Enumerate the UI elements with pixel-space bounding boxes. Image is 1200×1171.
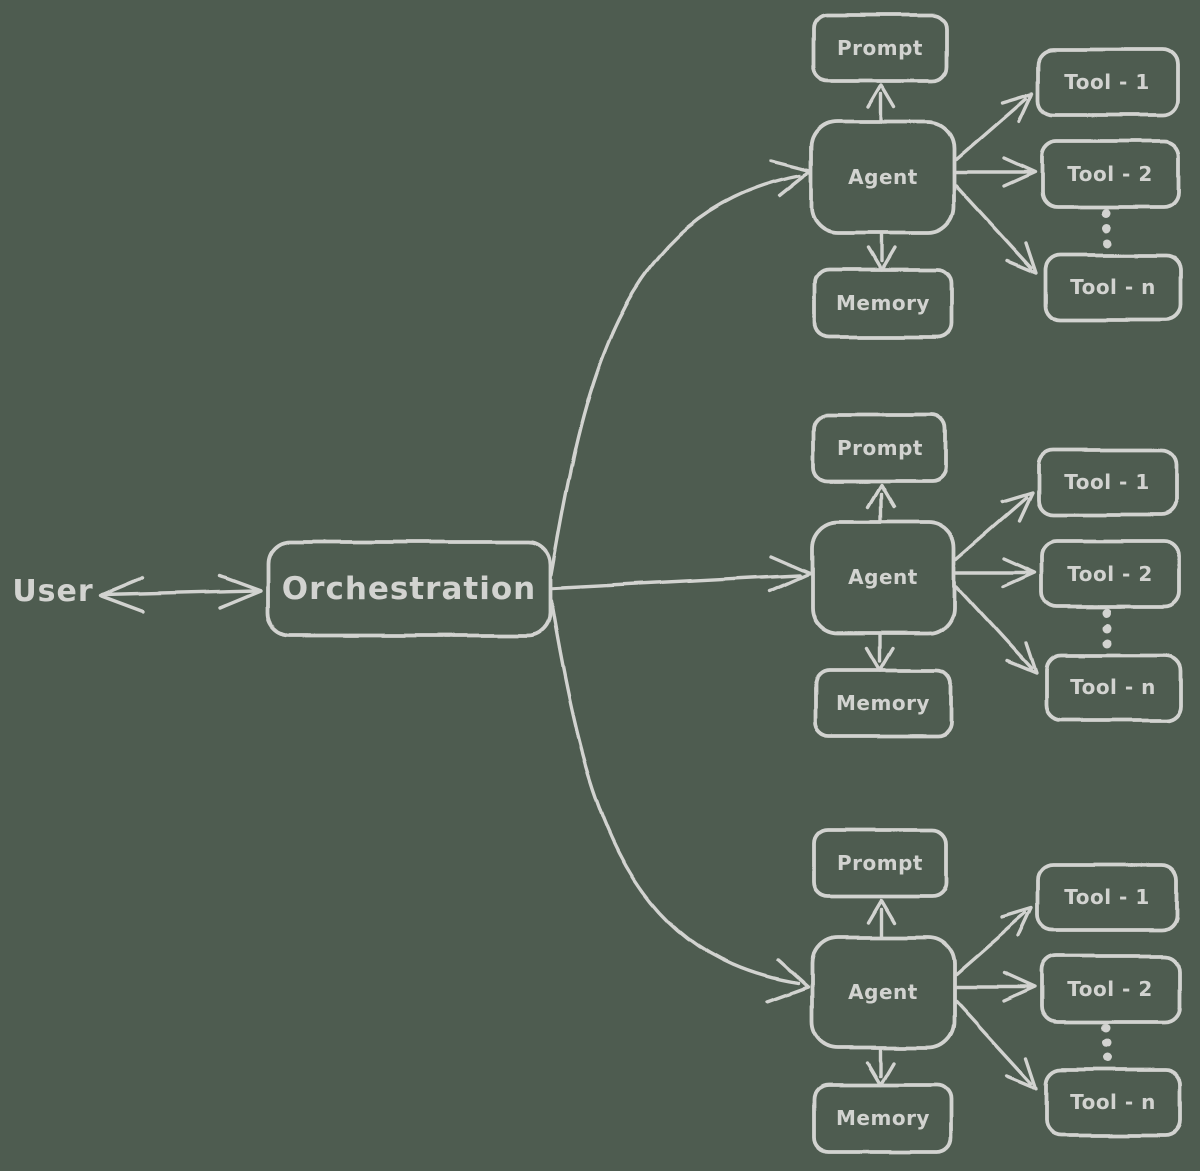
tool-2-node	[1040, 954, 1181, 1024]
agent-to-tool-1-arrow	[954, 906, 1034, 976]
tool-1-label: Tool - 1	[1064, 70, 1149, 94]
agent-to-tool-1-arrow	[954, 491, 1034, 561]
orchestration-to-agent2-arrowhead	[768, 554, 812, 593]
memory-label: Memory	[836, 691, 930, 715]
prompt-label: Prompt	[837, 436, 923, 460]
agent-to-tool-2-arrow	[954, 971, 1037, 1003]
tool-n-label: Tool - n	[1070, 1090, 1156, 1114]
tool-2-node	[1040, 539, 1181, 609]
agent-to-prompt-arrow	[866, 83, 896, 123]
tool-n-label: Tool - n	[1070, 675, 1156, 699]
orchestration-label: Orchestration	[282, 571, 536, 607]
arrowhead-right	[218, 574, 263, 610]
agent-node	[810, 120, 956, 235]
ellipsis-dot	[1103, 1053, 1113, 1063]
agent-to-tool-n-arrow	[954, 184, 1038, 275]
tool-1-node	[1036, 48, 1179, 117]
arrowhead-left	[98, 576, 145, 614]
agent-to-tool-n-arrow	[954, 584, 1038, 675]
prompt-node	[812, 13, 948, 83]
tool-2-label: Tool - 2	[1067, 562, 1152, 586]
agent-cluster-2-labels: Prompt Agent Memory Tool - 1 Tool - 2 To…	[836, 436, 1156, 715]
tool-2-node	[1040, 139, 1181, 209]
agent-label: Agent	[848, 980, 918, 1004]
orchestration-to-agent3-curve	[549, 599, 800, 985]
agent-to-memory-arrow	[866, 232, 896, 272]
prompt-node	[812, 828, 948, 898]
memory-node	[813, 1083, 953, 1154]
orchestration-to-agent3-arrowhead	[765, 958, 810, 1004]
agent-to-prompt-arrow	[866, 898, 896, 938]
agent-label: Agent	[848, 165, 918, 189]
tool-1-label: Tool - 1	[1064, 470, 1149, 494]
tool-n-node	[1044, 653, 1183, 722]
tool-1-node	[1036, 448, 1179, 517]
agent-to-memory-arrow	[866, 1047, 896, 1087]
agent-label: Agent	[848, 565, 918, 589]
agent-cluster-1-shapes	[810, 13, 1183, 339]
tool-2-label: Tool - 2	[1067, 162, 1152, 186]
agent-to-prompt-arrow	[866, 483, 896, 523]
ellipsis-dot	[1103, 638, 1113, 648]
agent-to-tool-2-arrow	[954, 556, 1037, 588]
user-label: User	[12, 574, 93, 609]
memory-label: Memory	[836, 1106, 930, 1130]
orchestration-to-agent2-line	[549, 573, 802, 590]
tool-n-node	[1044, 253, 1183, 322]
agent-cluster-3-labels: Prompt Agent Memory Tool - 1 Tool - 2 To…	[836, 851, 1156, 1130]
fan-arrows	[549, 159, 813, 1004]
memory-label: Memory	[836, 291, 930, 315]
ellipsis-dot	[1102, 623, 1112, 633]
prompt-node	[812, 413, 948, 483]
user-orchestration-arrow	[98, 574, 263, 614]
ellipsis-dot	[1101, 1023, 1111, 1033]
tool-n-node	[1044, 1068, 1183, 1137]
arrow-shaft	[100, 589, 258, 597]
ellipsis-dot	[1101, 608, 1111, 618]
tool-1-node	[1036, 863, 1179, 932]
agent-to-tool-1-arrow	[954, 91, 1034, 161]
tool-n-label: Tool - n	[1070, 275, 1156, 299]
agent-to-tool-2-arrow	[954, 156, 1037, 188]
agent-cluster-1-labels: Prompt Agent Memory Tool - 1 Tool - 2 To…	[836, 36, 1156, 315]
labels-layer: User Orchestration Prompt Agent Memory T…	[12, 36, 1156, 1130]
orchestration-to-agent1-curve	[549, 174, 802, 576]
agent-node	[810, 520, 956, 635]
memory-node	[813, 668, 953, 739]
prompt-label: Prompt	[837, 36, 923, 60]
tool-2-label: Tool - 2	[1067, 977, 1152, 1001]
ellipsis-dot	[1103, 238, 1113, 248]
agent-to-memory-arrow	[866, 632, 896, 672]
ellipsis-dot	[1102, 1038, 1112, 1048]
shapes-layer	[98, 13, 1183, 1154]
prompt-label: Prompt	[837, 851, 923, 875]
agent-cluster-2-shapes	[810, 413, 1183, 739]
ellipsis-dot	[1102, 223, 1112, 233]
agent-node	[810, 935, 956, 1050]
agent-cluster-3-shapes	[810, 828, 1183, 1154]
tool-1-label: Tool - 1	[1064, 885, 1149, 909]
memory-node	[813, 268, 953, 339]
agent-to-tool-n-arrow	[954, 999, 1038, 1090]
ellipsis-dot	[1101, 208, 1111, 218]
